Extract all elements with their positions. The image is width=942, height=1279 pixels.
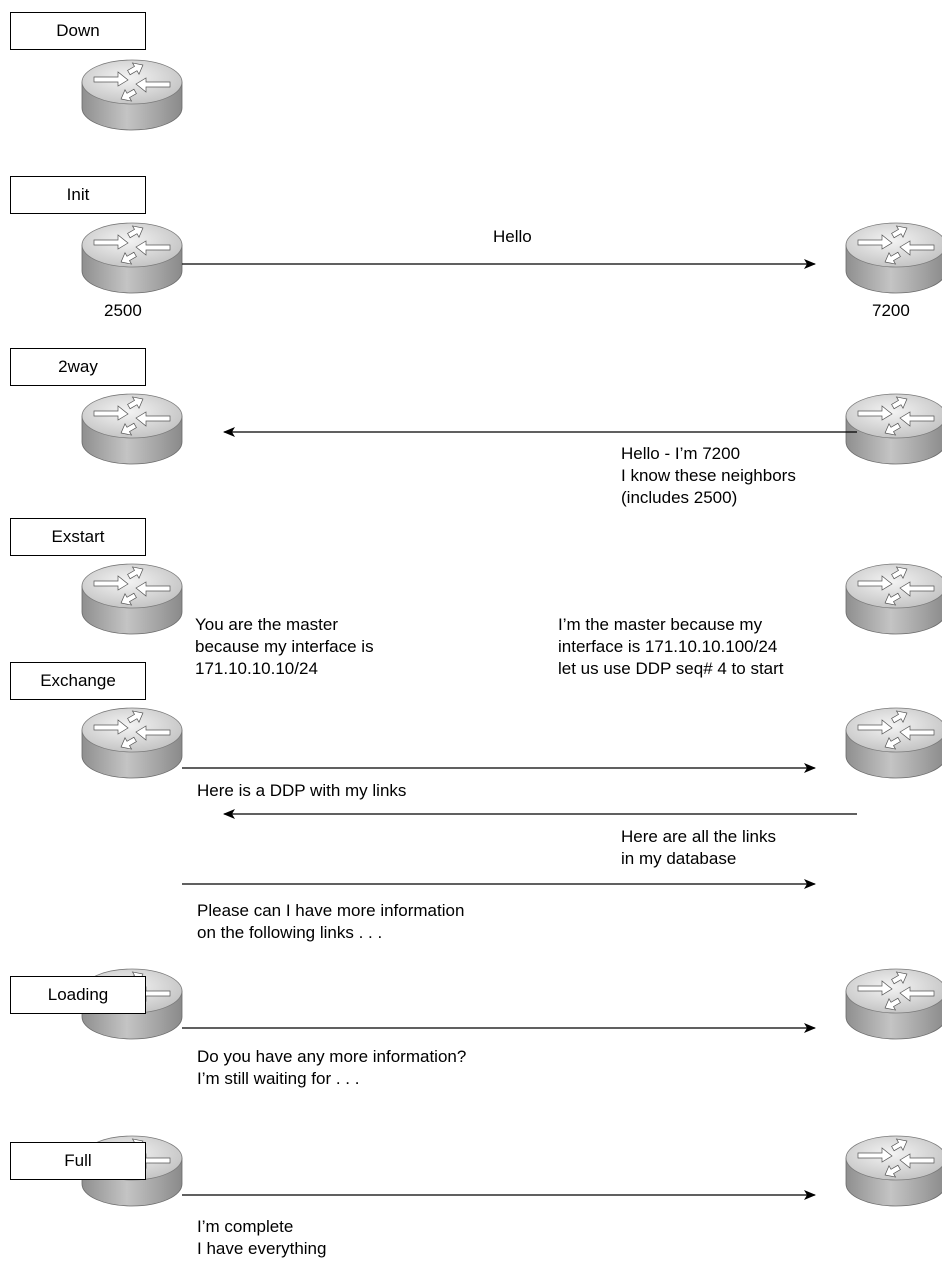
state-label: 2way [58, 357, 98, 376]
twoway-line: (includes 2500) [621, 488, 738, 507]
twoway-line: Hello - I’m 7200 [621, 444, 741, 463]
full-message: I’m complete I have everything [197, 1216, 326, 1260]
exstart-right-message: I’m the master because my interface is 1… [558, 614, 784, 680]
router-7200-label: 7200 [872, 301, 910, 320]
router-2500-label: 2500 [104, 301, 142, 320]
state-init: Init [10, 176, 146, 214]
exstart-left-line: You are the master [195, 615, 339, 634]
exchange-links-line: in my database [621, 849, 737, 868]
router-2500-init-icon [81, 221, 183, 294]
twoway-message: Hello - I’m 7200 I know these neighbors … [621, 443, 796, 509]
state-down: Down [10, 12, 146, 50]
exchange-request-line: on the following links . . . [197, 923, 383, 942]
state-loading: Loading [10, 976, 146, 1014]
loading-message: Do you have any more information? I’m st… [197, 1046, 466, 1090]
exchange-request-line: Please can I have more information [197, 901, 465, 920]
router-7200-full-icon [845, 1134, 942, 1207]
exstart-right-line: let us use DDP seq# 4 to start [558, 659, 784, 678]
exchange-request-message: Please can I have more information on th… [197, 900, 464, 944]
router-7200-2way-icon [845, 392, 942, 465]
state-label: Exstart [51, 527, 105, 546]
state-exchange: Exchange [10, 662, 146, 700]
state-full: Full [10, 1142, 146, 1180]
exchange-links-line: Here are all the links [621, 827, 776, 846]
exstart-left-message: You are the master because my interface … [195, 614, 374, 680]
state-2way: 2way [10, 348, 146, 386]
router-2500-down-icon [81, 58, 183, 131]
router-2500-exchange-icon [81, 706, 183, 779]
state-label: Down [56, 21, 100, 40]
state-label: Loading [47, 985, 109, 1004]
router-7200-exchange-icon [845, 706, 942, 779]
exstart-left-line: 171.10.10.10/24 [195, 659, 318, 678]
exstart-right-line: I’m the master because my [558, 615, 763, 634]
full-line: I have everything [197, 1239, 327, 1258]
exstart-right-line: interface is 171.10.10.100/24 [558, 637, 778, 656]
full-line: I’m complete [197, 1217, 294, 1236]
twoway-line: I know these neighbors [621, 466, 796, 485]
router-7200-exstart-icon [845, 562, 942, 635]
router-7200-loading-icon [845, 967, 942, 1040]
loading-line: I’m still waiting for . . . [197, 1069, 360, 1088]
exchange-ddp-text: Here is a DDP with my links [197, 781, 407, 800]
state-label: Init [66, 185, 90, 204]
router-2500-2way-icon [81, 392, 183, 465]
exchange-links-message: Here are all the links in my database [621, 826, 776, 870]
loading-line: Do you have any more information? [197, 1047, 467, 1066]
router-7200-init-icon [845, 221, 942, 294]
state-label: Full [64, 1151, 92, 1170]
state-exstart: Exstart [10, 518, 146, 556]
exstart-left-line: because my interface is [195, 637, 374, 656]
init-hello-text: Hello [493, 227, 532, 246]
router-2500-exstart-icon [81, 562, 183, 635]
state-label: Exchange [40, 671, 116, 690]
